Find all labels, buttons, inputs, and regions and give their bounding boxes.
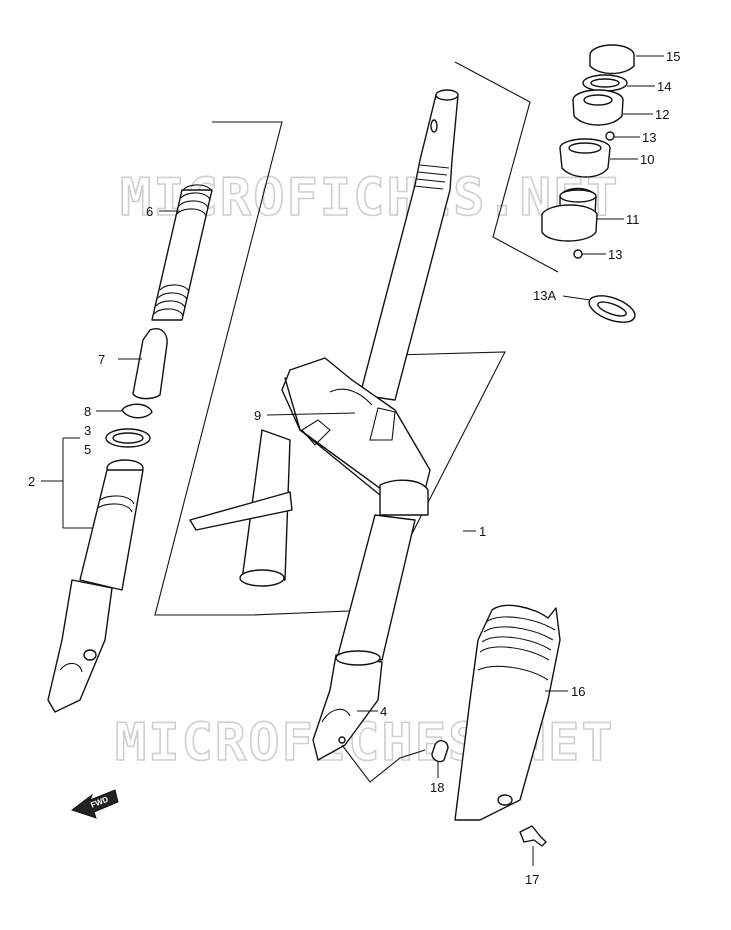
callout-13A: 13A: [533, 288, 556, 303]
part-18-bush: [431, 740, 449, 763]
callout-17: 17: [525, 872, 539, 887]
part-7-damper-rod: [132, 328, 168, 400]
part-8-clip: [121, 403, 153, 419]
callout-13-upper: 13: [642, 130, 656, 145]
part-13A-bearing: [588, 295, 636, 323]
callout-14: 14: [657, 79, 671, 94]
callout-3: 3: [84, 423, 91, 438]
part-6-spring: [151, 184, 213, 321]
part-13-ball-upper: [605, 131, 615, 141]
fork-group-frame: [251, 351, 506, 616]
left-group-frame: [154, 121, 283, 616]
part-10-race-upper: [559, 138, 611, 178]
callout-7: 7: [98, 352, 105, 367]
part-2-inner-tube: [47, 459, 144, 713]
steering-group-frame: [454, 61, 559, 273]
part-4-connector: [341, 744, 426, 783]
callout-6: 6: [146, 204, 153, 219]
fwd-arrow-icon: FWD: [70, 789, 119, 819]
callout-1: 1: [479, 524, 486, 539]
fork-bracket: [281, 357, 431, 516]
part-13-ball-lower: [573, 249, 583, 259]
part-15-lock-nut: [589, 44, 635, 75]
callout-13-lower: 13: [608, 247, 622, 262]
part-17-bolt: [519, 825, 547, 847]
callout-11: 11: [626, 212, 640, 227]
part-12-adjust-nut: [572, 89, 624, 126]
callout-12: 12: [655, 107, 669, 122]
callout-15: 15: [666, 49, 680, 64]
callout-16: 16: [571, 684, 585, 699]
callout-2: 2: [28, 474, 35, 489]
leader-lines: [41, 55, 664, 866]
fork-leg-left: [189, 429, 293, 587]
callout-5: 5: [84, 442, 91, 457]
part-14-washer: [582, 74, 628, 92]
part-11-race-lower: [541, 187, 598, 242]
fork-leg-right: [312, 514, 416, 761]
part-3-5-ring: [105, 428, 151, 448]
steering-stem: [359, 89, 459, 401]
callout-10: 10: [640, 152, 654, 167]
callout-8: 8: [84, 404, 91, 419]
callout-18: 18: [430, 780, 444, 795]
part-16-outer-tube: [454, 604, 561, 821]
callout-4: 4: [380, 704, 387, 719]
callout-labels: 15 14 12 13 10 11 13 13A 6 7 8 9 3 5 2 1…: [28, 49, 680, 887]
callout-9: 9: [254, 408, 261, 423]
